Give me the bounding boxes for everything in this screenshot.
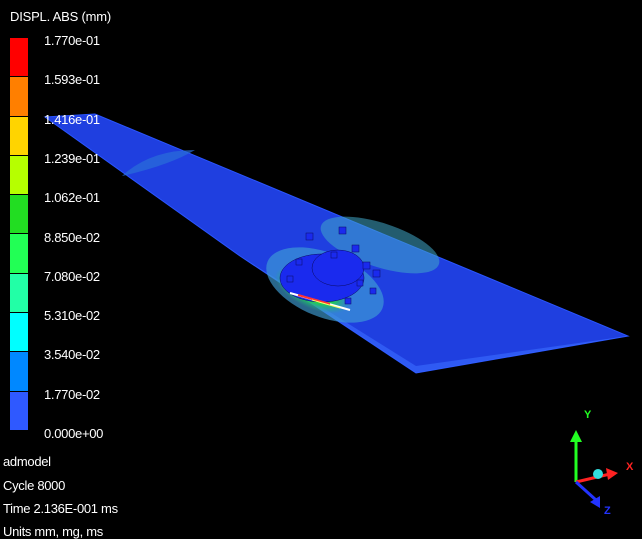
legend-swatch <box>10 155 28 196</box>
contour-band-right <box>320 216 440 274</box>
legend-value-label: 5.310e-02 <box>44 308 100 324</box>
legend-value-label: 3.540e-02 <box>44 347 100 363</box>
legend-swatch <box>10 391 28 431</box>
y-axis-label: Y <box>584 409 592 421</box>
axis-origin-sphere <box>593 469 603 479</box>
x-axis-label: X <box>626 461 634 473</box>
legend-swatch <box>10 313 28 353</box>
legend-value-label: 1.593e-01 <box>44 72 100 88</box>
units-readout: Units mm, mg, ms <box>3 524 103 539</box>
legend-swatch <box>10 116 28 156</box>
legend-title: DISPL. ABS (mm) <box>10 9 112 24</box>
x-axis-line <box>575 472 611 484</box>
legend-swatch <box>10 273 28 314</box>
legend-value-label: 0.000e+00 <box>44 426 104 441</box>
impact-debris-cluster <box>279 226 381 305</box>
legend-value-label: 1.062e-01 <box>44 190 100 206</box>
legend-value-label: 8.850e-02 <box>44 229 100 245</box>
cycle-readout: Cycle 8000 <box>3 478 66 493</box>
damage-streak <box>289 292 351 311</box>
z-axis-arrowhead <box>590 496 600 508</box>
y-axis-arrowhead <box>570 430 582 442</box>
legend-value-label: 1.416e-01 <box>44 111 100 127</box>
z-axis-label: Z <box>604 505 611 517</box>
model-name: admodel <box>3 454 51 469</box>
axis-triad[interactable]: Y X Z <box>570 409 634 517</box>
x-axis-arrowhead <box>606 468 618 480</box>
legend-swatch <box>10 234 28 274</box>
legend-value-label: 7.080e-02 <box>44 268 100 284</box>
legend-value-label: 1.770e-02 <box>44 386 100 402</box>
legend-color-bar <box>10 38 28 431</box>
z-axis-line <box>574 480 598 502</box>
legend-swatch <box>10 38 28 78</box>
legend-swatch <box>10 352 28 392</box>
legend-value-label: 1.770e-01 <box>44 33 100 48</box>
time-readout: Time 2.136E-001 ms <box>3 501 118 516</box>
legend-value-label: 1.239e-01 <box>44 150 100 166</box>
legend-swatch <box>10 195 28 235</box>
legend-swatch <box>10 77 28 117</box>
contour-band-top <box>122 150 195 176</box>
